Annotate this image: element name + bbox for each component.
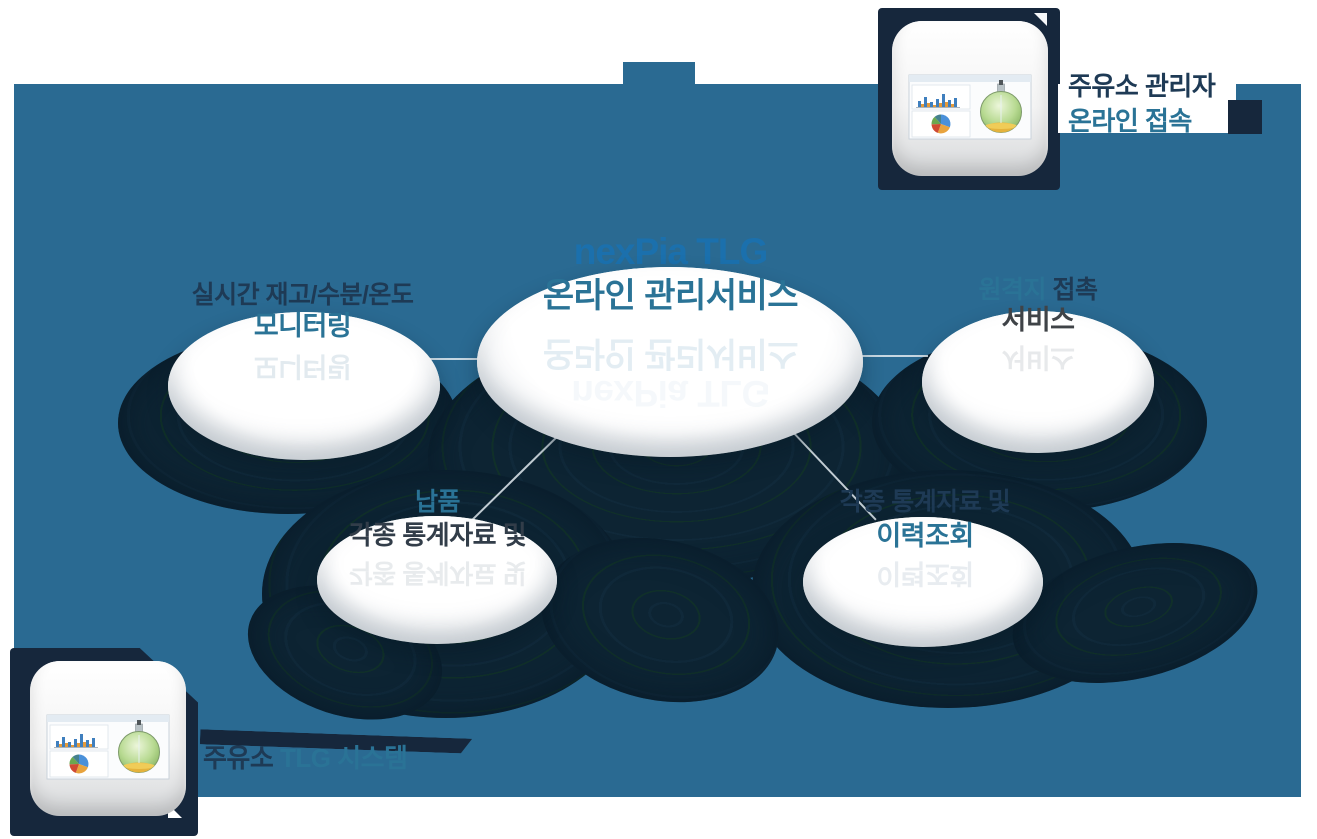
bottom-left-node-line1: 납품 [414,488,461,516]
node-disc-center-service [477,267,863,457]
center-title-reflection: nexPia TLG [571,373,770,414]
center-title: nexPia TLG [573,231,769,272]
node-disc-delivery-stats [317,516,557,644]
right-node-line1: 원격지 접촉 [918,276,1158,304]
tank-gauge-icon [118,719,160,773]
bottom-left-icon-label-word1: 주유소 [203,743,280,773]
bottom-left-icon-label: 주유소 TLG 시스템 [203,738,408,775]
center-subtitle: 온라인 관리서비스 [542,277,799,315]
left-node-line2: 모니터링 [253,311,352,341]
bottom-left-node-reflection: 각종 통계자료 및 [348,558,527,588]
pie-chart-icon [49,750,109,777]
connector-line-left [405,358,483,360]
node-disc-monitoring [168,312,440,460]
mini-dashboard-graphic [46,714,170,779]
left-node-line1: 실시간 재고/수분/온도 [191,281,414,309]
bar-chart-icon [49,724,109,749]
top-tab [623,62,695,88]
left-node-reflection: 모니터링 [253,351,352,381]
top-right-icon-label-line1: 주유소 관리자 [1068,71,1216,101]
label-highlight-band [1058,84,1236,133]
right-node-line2: 서비스 [1001,305,1075,335]
right-node-line1-word2: 접촉 [1046,276,1098,304]
tank-gauge-icon [980,79,1022,133]
mini-dashboard-graphic [908,74,1032,139]
corner-notch-icon [1034,13,1047,26]
right-node-reflection: 서비스 [1001,342,1075,372]
bottom-left-node-line2: 각종 통계자료 및 [348,520,527,550]
node-disc-remote-service [922,311,1154,453]
bottom-right-node-line2: 이력조회 [876,521,974,551]
bar-chart-icon [911,84,971,109]
dashboard-app-icon-top-right [892,21,1048,176]
bottom-right-node-reflection: 이력조회 [876,558,974,588]
bottom-left-icon-label-word2: TLG 시스템 [279,743,408,773]
node-disc-history-lookup [803,517,1043,647]
bottom-right-node-line1: 각종 통계자료 및 [839,488,1011,516]
dashboard-app-icon-bottom-left [30,661,186,816]
top-right-icon-label-line2: 온라인 접속 [1068,106,1192,136]
right-node-line1-word1: 원격지 [978,276,1047,304]
connector-line-right [856,355,928,357]
label-shadow-block [1228,100,1262,134]
pie-chart-icon [911,110,971,137]
